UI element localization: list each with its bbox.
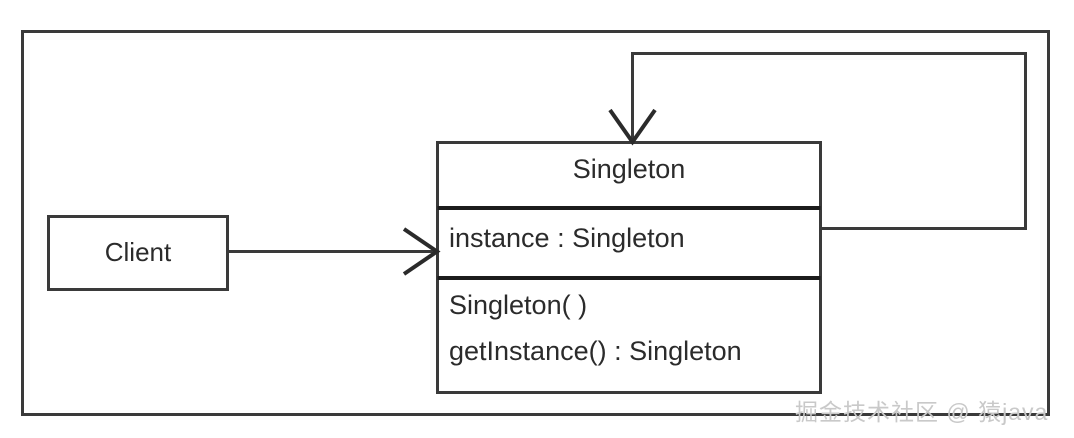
association-line-self-reference bbox=[631, 52, 1027, 230]
class-method-constructor: Singleton( ) bbox=[449, 290, 588, 320]
class-box-singleton[interactable] bbox=[436, 141, 822, 394]
association-singleton-self[interactable] bbox=[608, 52, 1027, 230]
class-attribute-instance: instance : Singleton bbox=[449, 223, 685, 253]
class-box-client[interactable] bbox=[47, 215, 229, 291]
association-client-to-singleton[interactable] bbox=[228, 227, 441, 276]
arrowhead-open-self-reference bbox=[608, 108, 657, 146]
class-method-get-instance: getInstance() : Singleton bbox=[449, 336, 742, 366]
class-name-singleton: Singleton bbox=[572, 154, 686, 184]
arrowhead-open-client-to-singleton bbox=[402, 227, 441, 276]
class-name-client: Client bbox=[104, 237, 172, 267]
diagram-frame bbox=[21, 30, 1050, 416]
watermark-text: 掘金技术社区 @ 猿java bbox=[795, 399, 1049, 425]
